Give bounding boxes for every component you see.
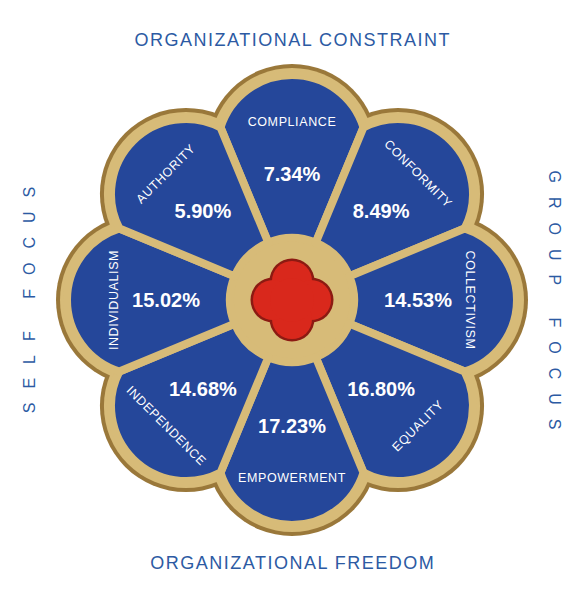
axis-label: GROUP FOCUS <box>545 157 563 444</box>
petal-outline <box>111 119 268 276</box>
percentage-value: 14.53% <box>384 289 452 312</box>
petal-label: COLLECTIVISM <box>463 251 477 350</box>
percentage-value: 5.90% <box>175 199 232 222</box>
percentage-value: 16.80% <box>347 378 415 401</box>
quatrefoil <box>253 261 331 339</box>
axis-label: SELF FOCUS <box>21 173 39 427</box>
quatrefoil-edge <box>251 259 334 342</box>
petal: AUTHORITY5.90% <box>116 124 256 264</box>
percentage-value: 17.23% <box>258 415 326 438</box>
axis-label: ORGANIZATIONAL FREEDOM <box>149 553 436 574</box>
percentage-value: 8.49% <box>353 199 410 222</box>
percentage-value: 15.02% <box>132 289 200 312</box>
percentage-value: 7.34% <box>264 163 321 186</box>
petal-label: EMPOWERMENT <box>238 471 346 485</box>
petal-label: INDIVIDUALISM <box>107 250 121 350</box>
percentage-value: 14.68% <box>169 378 237 401</box>
axis-label: ORGANIZATIONAL CONSTRAINT <box>133 30 451 51</box>
petal-label: COMPLIANCE <box>248 115 337 129</box>
